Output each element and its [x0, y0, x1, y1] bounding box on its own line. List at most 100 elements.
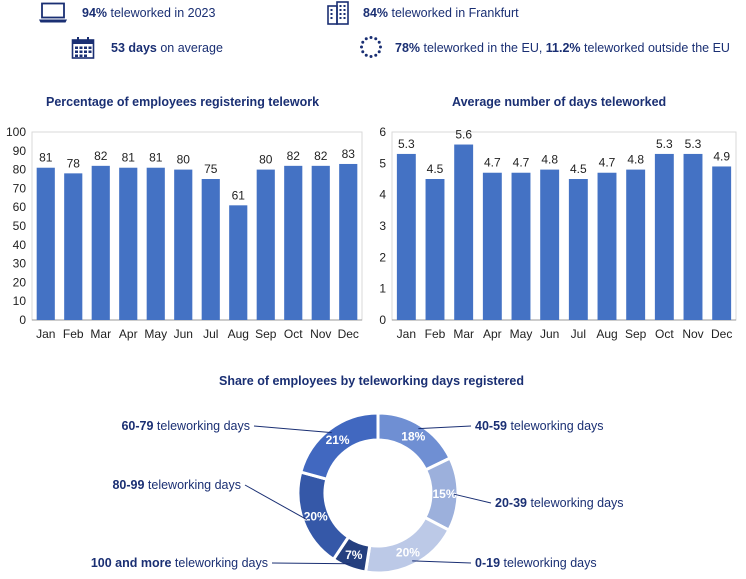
x-tick-label: Jul — [571, 327, 586, 341]
stat-text: on average — [156, 41, 223, 55]
leader-line — [453, 493, 492, 504]
data-label: 4.7 — [599, 156, 616, 170]
data-label: 5.3 — [656, 137, 673, 151]
x-tick-label: Aug — [228, 327, 249, 341]
stat-value: 94% — [82, 6, 108, 20]
bar — [396, 153, 416, 320]
y-tick-label: 20 — [13, 275, 27, 289]
eu-star — [374, 37, 378, 41]
data-label: 4.5 — [427, 162, 444, 176]
donut-slice — [298, 411, 380, 481]
x-tick-label: Jun — [540, 327, 559, 341]
data-label: 82 — [94, 149, 108, 163]
stat-text: teleworked in 2023 — [107, 6, 216, 20]
y-tick-label: 90 — [13, 144, 27, 158]
slice-percent-label: 20% — [396, 545, 420, 559]
bar — [511, 172, 531, 320]
stat-value: 84% — [363, 6, 389, 20]
data-label: 81 — [39, 151, 53, 165]
y-tick-label: 4 — [379, 188, 386, 202]
eu-star — [360, 45, 363, 49]
eu-star — [364, 53, 368, 57]
bar — [482, 172, 502, 320]
bar — [311, 165, 330, 320]
x-tick-label: Feb — [425, 327, 446, 341]
data-label: 80 — [259, 153, 273, 167]
stat-text-eu: teleworked in the EU, — [420, 41, 546, 55]
slice-category-label: 80-99 teleworking days — [112, 478, 241, 492]
bar-chart-average-days: 01234565.3Jan4.5Feb5.6Mar4.7Apr4.7May4.8… — [379, 125, 737, 341]
bar — [339, 163, 358, 320]
y-tick-label: 70 — [13, 181, 27, 195]
slice-category-range: 80-99 — [112, 478, 144, 492]
y-tick-label: 30 — [13, 257, 27, 271]
data-label: 4.9 — [713, 149, 730, 163]
slice-category-suffix: teleworking days — [144, 478, 241, 492]
slice-percent-label: 7% — [345, 548, 363, 562]
x-tick-label: Jun — [174, 327, 193, 341]
leader-line — [412, 560, 472, 564]
data-label: 4.7 — [484, 156, 501, 170]
calendar-icon — [71, 37, 95, 59]
stat-telework-2023: 94% teleworked in 2023 — [82, 6, 215, 20]
bar — [654, 153, 674, 320]
stat-text-outside: teleworked outside the EU — [580, 41, 730, 55]
slice-category-suffix: teleworking days — [507, 419, 604, 433]
slice-category-label: 0-19 teleworking days — [475, 556, 597, 570]
slice-category-suffix: teleworking days — [171, 556, 268, 570]
y-tick-label: 5 — [379, 156, 386, 170]
leader-line — [418, 425, 472, 430]
x-tick-label: Mar — [90, 327, 111, 341]
chart-title-telework-percentage: Percentage of employees registering tele… — [46, 95, 320, 109]
data-label: 75 — [204, 162, 218, 176]
bar — [626, 169, 646, 320]
y-tick-label: 0 — [379, 313, 386, 327]
laptop-icon — [39, 2, 67, 23]
x-tick-label: Mar — [453, 327, 474, 341]
y-tick-label: 10 — [13, 294, 27, 308]
data-label: 5.3 — [398, 137, 415, 151]
stat-value: 53 days — [111, 41, 157, 55]
slice-category-label: 40-59 teleworking days — [475, 419, 604, 433]
y-tick-label: 60 — [13, 200, 27, 214]
x-tick-label: Dec — [338, 327, 359, 341]
eu-star — [374, 53, 378, 57]
slice-category-range: 60-79 — [121, 419, 153, 433]
eu-star — [379, 45, 382, 49]
y-tick-label: 40 — [13, 238, 27, 252]
bar — [683, 153, 703, 320]
x-tick-label: Nov — [310, 327, 331, 341]
building-icon — [327, 1, 349, 25]
stat-average-days: 53 days on average — [111, 41, 223, 55]
data-label: 61 — [232, 188, 246, 202]
slice-category-suffix: teleworking days — [527, 496, 624, 510]
eu-star — [361, 50, 365, 54]
bar — [229, 205, 248, 320]
data-label: 80 — [177, 153, 191, 167]
x-tick-label: Dec — [711, 327, 732, 341]
bar — [540, 169, 560, 320]
eu-star — [377, 50, 381, 54]
eu-star — [369, 36, 373, 39]
y-tick-label: 6 — [379, 125, 386, 139]
slice-category-range: 20-39 — [495, 496, 527, 510]
slice-percent-label: 18% — [401, 430, 425, 444]
chart-title-average-days: Average number of days teleworked — [452, 95, 667, 109]
x-tick-label: Jan — [36, 327, 55, 341]
bar — [284, 165, 303, 320]
stat-value-eu: 78% — [395, 41, 421, 55]
x-tick-label: Oct — [655, 327, 674, 341]
x-tick-label: Jan — [397, 327, 416, 341]
x-tick-label: Sep — [625, 327, 647, 341]
x-tick-label: Apr — [119, 327, 138, 341]
y-tick-label: 80 — [13, 163, 27, 177]
eu-star — [377, 40, 381, 44]
x-tick-label: Aug — [596, 327, 617, 341]
x-tick-label: Nov — [682, 327, 703, 341]
data-label: 4.5 — [570, 162, 587, 176]
slice-percent-label: 20% — [304, 509, 328, 523]
x-tick-label: Sep — [255, 327, 277, 341]
y-tick-label: 2 — [379, 250, 386, 264]
slice-category-suffix: teleworking days — [500, 556, 597, 570]
stat-telework-eu: 78% teleworked in the EU, 11.2% telework… — [395, 41, 730, 55]
